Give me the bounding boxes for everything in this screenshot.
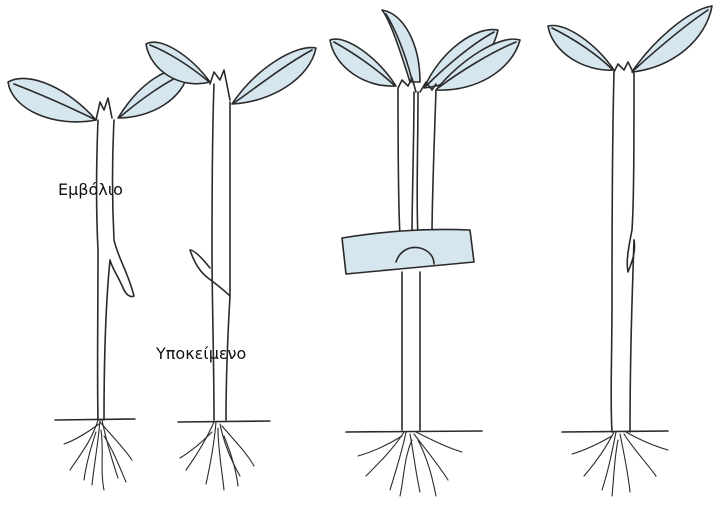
stage-3-roots xyxy=(358,432,462,496)
stage-4-stem xyxy=(611,72,614,432)
stage-1-roots xyxy=(64,420,132,490)
stage-3-stem-left xyxy=(398,88,400,236)
stage-3-joined-seedlings xyxy=(330,10,520,496)
stage-2-stem xyxy=(212,84,214,420)
stage-2-roots xyxy=(180,422,254,490)
stage-2-ground-line xyxy=(178,421,270,422)
stage-4-roots xyxy=(572,432,668,496)
stage-1-scion-seedling xyxy=(8,69,188,490)
stage-3-stem-right xyxy=(417,92,418,236)
stage-3-ground-line xyxy=(346,431,482,432)
stage-4-ground-line xyxy=(562,431,668,432)
stage-2-rootstock-seedling xyxy=(146,42,316,490)
stage-3-grafting-clip xyxy=(342,229,474,274)
stage-1-ground-line xyxy=(55,419,135,420)
stage-4-leaf-left xyxy=(548,26,614,71)
stage-1-stem xyxy=(97,120,99,420)
scion-label: Εμβόλιο xyxy=(58,180,123,199)
rootstock-label: Υποκείμενο xyxy=(156,344,246,363)
stage-4-grafted-plant xyxy=(548,6,712,496)
